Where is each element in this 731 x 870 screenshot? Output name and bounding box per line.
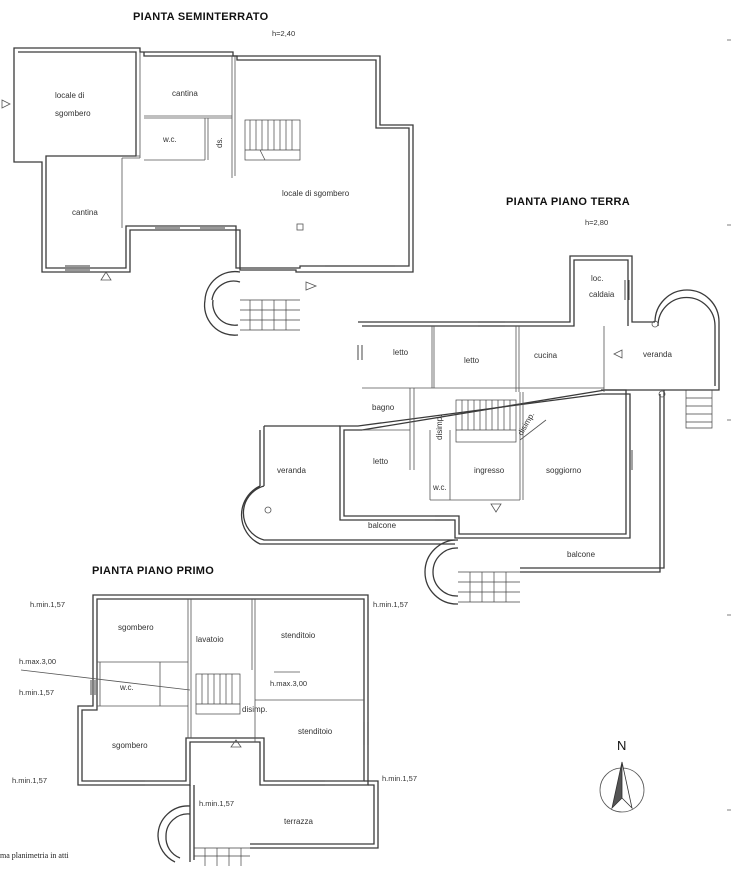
room-label: soggiorno bbox=[546, 466, 582, 475]
room-label: veranda bbox=[277, 466, 306, 475]
room-label: w.c. bbox=[162, 135, 177, 144]
room-label: ingresso bbox=[474, 466, 505, 475]
first-spiral-stair bbox=[157, 805, 250, 866]
height-note: h.max.3,00 bbox=[270, 679, 307, 688]
room-label: locale di bbox=[55, 91, 85, 100]
room-label: stenditoio bbox=[298, 727, 333, 736]
room-label: disimp. bbox=[242, 705, 267, 714]
basement-outer-wall bbox=[13, 47, 414, 273]
room-label: cucina bbox=[534, 351, 558, 360]
ground-plan: PIANTA PIANO TERRA h=2,80 loc. ca bbox=[240, 196, 720, 605]
ground-stair bbox=[455, 399, 517, 443]
room-label: letto bbox=[393, 348, 409, 357]
basement-stair bbox=[244, 119, 301, 161]
height-note: h.min.1,57 bbox=[199, 799, 234, 808]
height-note: h.min.1,57 bbox=[19, 688, 54, 697]
room-label: w.c. bbox=[432, 483, 447, 492]
room-label: caldaia bbox=[589, 290, 615, 299]
room-label: terrazza bbox=[284, 817, 313, 826]
room-label: cantina bbox=[72, 208, 98, 217]
ground-height: h=2,80 bbox=[585, 218, 608, 227]
room-label: veranda bbox=[643, 350, 672, 359]
ground-title: PIANTA PIANO TERRA bbox=[506, 196, 630, 208]
footer-note: ma planimetria in atti bbox=[0, 851, 69, 860]
first-stair bbox=[195, 673, 241, 715]
room-label: cantina bbox=[172, 89, 198, 98]
room-label: bagno bbox=[372, 403, 395, 412]
height-note: h.max.3,00 bbox=[19, 657, 56, 666]
room-label: w.c. bbox=[119, 683, 134, 692]
first-plan: PIANTA PIANO PRIMO h.min.1,57 h.min.1,57… bbox=[12, 565, 417, 866]
room-label: sgombero bbox=[55, 109, 91, 118]
room-label: sgombero bbox=[112, 741, 148, 750]
height-note: h.min.1,57 bbox=[12, 776, 47, 785]
room-label: disimp. bbox=[435, 415, 444, 440]
compass-north-label: N bbox=[617, 738, 626, 753]
compass-icon: N bbox=[599, 738, 645, 813]
room-label: stenditoio bbox=[281, 631, 316, 640]
basement-title: PIANTA SEMINTERRATO bbox=[133, 11, 269, 23]
room-label: letto bbox=[373, 457, 389, 466]
room-label: disimp. bbox=[516, 411, 536, 437]
room-label: balcone bbox=[368, 521, 397, 530]
basement-plan: PIANTA SEMINTERRATO h=2,40 locale di sgo… bbox=[1, 11, 414, 336]
room-label: balcone bbox=[567, 550, 596, 559]
basement-height: h=2,40 bbox=[272, 29, 295, 38]
room-label: letto bbox=[464, 356, 480, 365]
room-label: locale di sgombero bbox=[282, 189, 350, 198]
room-label: lavatoio bbox=[196, 635, 224, 644]
ground-spiral-stair bbox=[424, 539, 520, 605]
basement-spiral-stair bbox=[203, 270, 300, 336]
height-note: h.min.1,57 bbox=[382, 774, 417, 783]
room-label: loc. bbox=[591, 274, 603, 283]
ground-outer-wall bbox=[339, 255, 655, 539]
room-label: sgombero bbox=[118, 623, 154, 632]
height-note: h.min.1,57 bbox=[30, 600, 65, 609]
first-title: PIANTA PIANO PRIMO bbox=[92, 565, 214, 577]
height-note: h.min.1,57 bbox=[373, 600, 408, 609]
room-label: ds. bbox=[215, 137, 224, 148]
first-outer-wall bbox=[77, 594, 369, 786]
